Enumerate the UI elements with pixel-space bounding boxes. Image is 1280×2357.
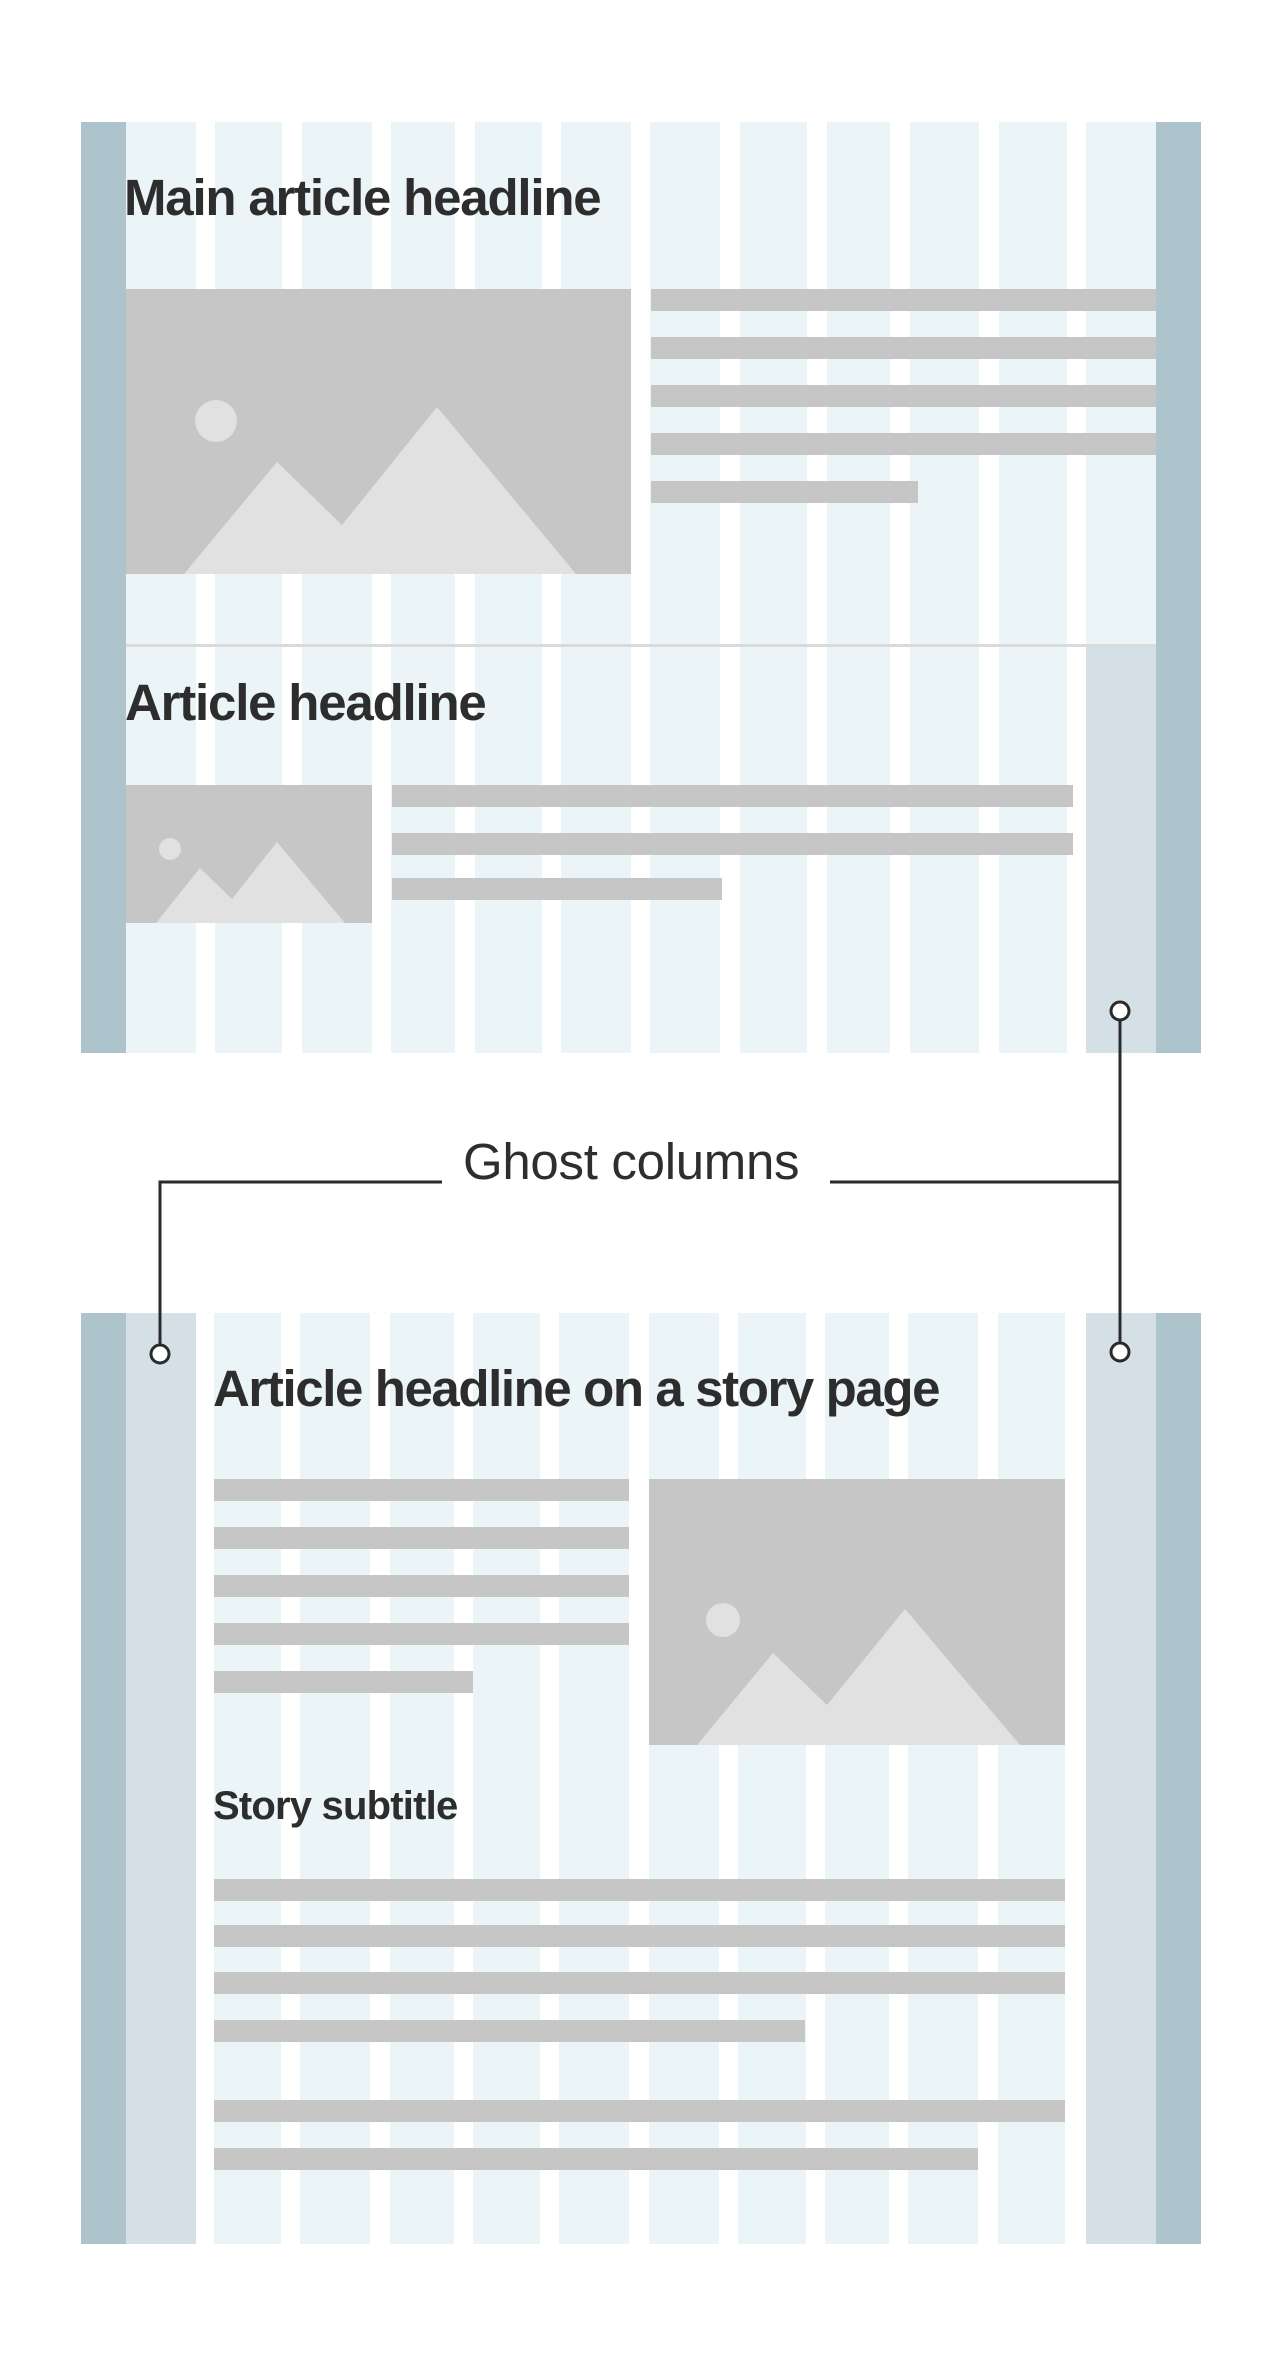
text-line-placeholder bbox=[214, 1575, 629, 1597]
grid-column-2 bbox=[214, 1313, 281, 2244]
grid-column-7 bbox=[650, 122, 720, 1053]
ghost-column-right bbox=[1086, 647, 1156, 1053]
text-line-placeholder bbox=[214, 1623, 629, 1645]
right-margin-stripe bbox=[1156, 122, 1201, 1053]
grid-column-10 bbox=[908, 1313, 978, 2244]
grid-column-6 bbox=[561, 122, 631, 1053]
text-line-placeholder bbox=[392, 878, 722, 900]
grid-column-5 bbox=[473, 1313, 540, 2244]
story-subtitle: Story subtitle bbox=[213, 1784, 458, 1828]
grid-column-11 bbox=[999, 122, 1067, 1053]
story-image-placeholder bbox=[649, 1479, 1065, 1745]
circle-marker-icon bbox=[149, 1343, 171, 1365]
text-line-placeholder bbox=[392, 785, 1073, 807]
ghost-column-right bbox=[1086, 1313, 1156, 2244]
image-placeholder-icon bbox=[697, 1603, 1020, 1745]
image-placeholder-icon bbox=[184, 400, 576, 574]
left-connector-line bbox=[158, 1180, 442, 1345]
article-headline: Article headline bbox=[125, 674, 487, 731]
grid-column-7 bbox=[649, 1313, 719, 2244]
grid-column-3 bbox=[300, 1313, 370, 2244]
left-margin-stripe bbox=[81, 1313, 126, 2244]
top-layout-example: Main article headline Article headline bbox=[0, 0, 1280, 1060]
grid-column-9 bbox=[825, 1313, 889, 2244]
grid-column-12 bbox=[1086, 122, 1156, 647]
thumbnail-image-placeholder bbox=[126, 785, 372, 923]
grid-column-10 bbox=[910, 122, 979, 1053]
right-margin-stripe bbox=[1156, 1313, 1201, 2244]
text-line-placeholder bbox=[214, 2100, 1065, 2122]
main-article-headline: Main article headline bbox=[124, 169, 602, 226]
main-image-placeholder bbox=[126, 289, 631, 574]
text-line-placeholder bbox=[214, 1671, 473, 1693]
image-placeholder-icon bbox=[156, 838, 345, 923]
text-line-placeholder bbox=[392, 833, 1073, 855]
text-line-placeholder bbox=[651, 481, 918, 503]
text-line-placeholder bbox=[651, 289, 1156, 311]
text-line-placeholder bbox=[214, 1479, 629, 1501]
circle-marker-icon bbox=[1109, 1341, 1131, 1363]
grid-column-11 bbox=[998, 1313, 1065, 2244]
text-line-placeholder bbox=[651, 433, 1156, 455]
grid-column-9 bbox=[827, 122, 890, 1053]
text-line-placeholder bbox=[214, 1879, 1065, 1901]
text-line-placeholder bbox=[214, 2148, 978, 2170]
story-page-headline: Article headline on a story page bbox=[213, 1360, 940, 1417]
left-margin-stripe bbox=[81, 122, 126, 1053]
text-line-placeholder bbox=[214, 2020, 805, 2042]
text-line-placeholder bbox=[214, 1925, 1065, 1947]
text-line-placeholder bbox=[651, 337, 1156, 359]
grid-column-8 bbox=[738, 1313, 806, 2244]
grid-column-4 bbox=[391, 122, 455, 1053]
grid-column-4 bbox=[390, 1313, 454, 2244]
grid-column-8 bbox=[740, 122, 807, 1053]
section-divider bbox=[126, 644, 1156, 647]
text-line-placeholder bbox=[214, 1972, 1065, 1994]
text-line-placeholder bbox=[651, 385, 1156, 407]
grid-column-6 bbox=[559, 1313, 629, 2244]
grid-column-5 bbox=[475, 122, 542, 1053]
ghost-column-left bbox=[126, 1313, 196, 2244]
text-line-placeholder bbox=[214, 1527, 629, 1549]
ghost-columns-label: Ghost columns bbox=[463, 1133, 800, 1190]
